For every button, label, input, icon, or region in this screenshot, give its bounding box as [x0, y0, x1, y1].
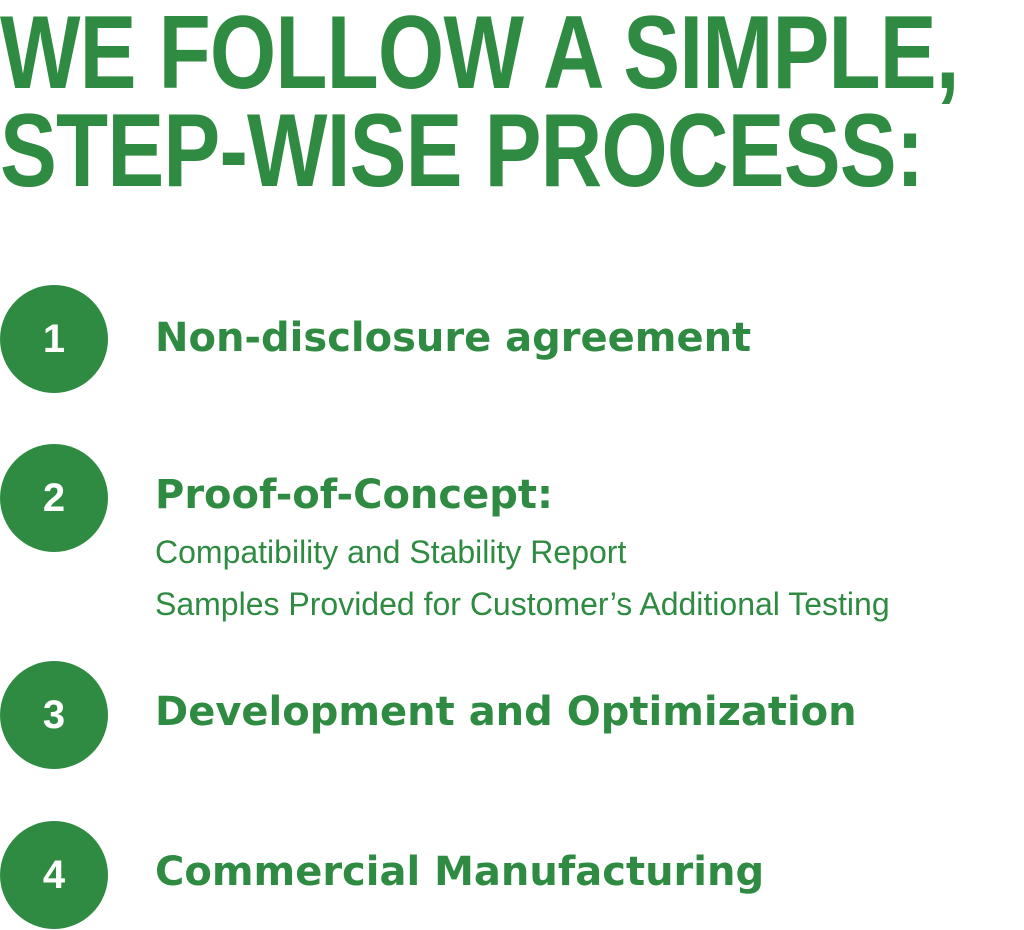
step-number-badge: 1	[0, 285, 108, 393]
step-detail: Compatibility and Stability Report	[155, 534, 627, 570]
headline-line-1: WE FOLLOW A SIMPLE,	[0, 0, 960, 111]
step-number: 4	[42, 852, 66, 897]
step-title: Commercial Manufacturing	[155, 849, 765, 895]
headline-line-2: STEP-WISE PROCESS:	[0, 93, 924, 209]
step-title: Non-disclosure agreement	[155, 315, 752, 361]
step-number-badge: 3	[0, 661, 108, 769]
step-number: 3	[42, 692, 66, 737]
step-title: Development and Optimization	[155, 689, 857, 735]
step-title: Proof-of-Concept:	[155, 472, 553, 518]
page-headline: WE FOLLOW A SIMPLE, STEP-WISE PROCESS:	[0, 0, 960, 209]
step-number-badge: 4	[0, 821, 108, 929]
step-number: 1	[42, 316, 66, 361]
step-number: 2	[42, 475, 66, 520]
step-number-badge: 2	[0, 444, 108, 552]
step-detail: Samples Provided for Customer’s Addition…	[155, 586, 890, 622]
